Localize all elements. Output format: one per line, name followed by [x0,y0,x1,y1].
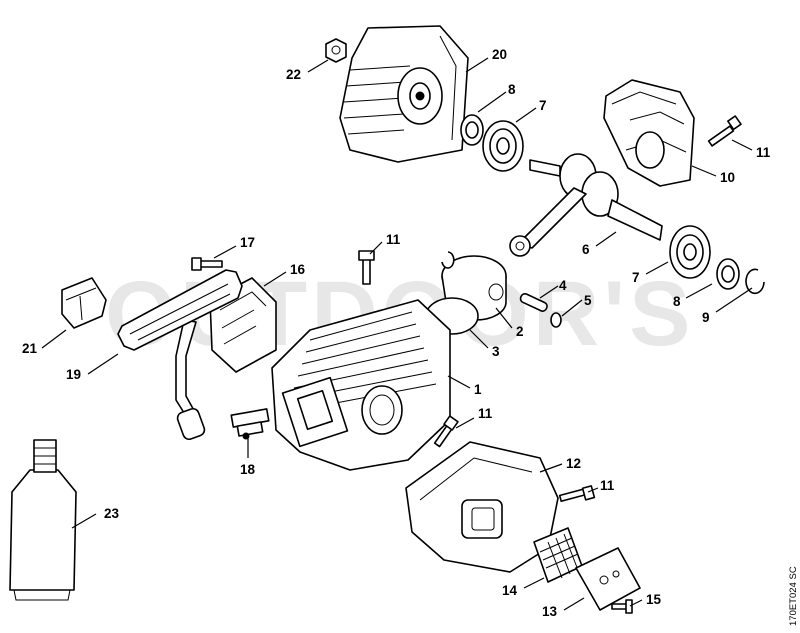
callout-6: 6 [582,242,590,257]
part-pin-clip-5 [550,312,562,328]
part-spark-plug-18 [230,408,270,440]
callout-1: 1 [474,382,482,397]
callout-16: 16 [290,262,306,277]
callout-12: 12 [566,456,581,471]
part-flywheel-20 [339,25,469,163]
callout-13: 13 [542,604,558,619]
part-screw-11-upper [707,115,742,147]
callout-11-lower: 11 [478,406,493,421]
callout-15: 15 [646,592,662,607]
part-spring-19 [117,269,243,351]
part-seal-8-upper [460,114,484,146]
callout-7-upper: 7 [539,98,547,113]
part-screw-17 [191,257,223,271]
part-screw-11-right [558,485,596,503]
callout-19: 19 [66,367,81,382]
callout-21: 21 [22,341,38,356]
part-bearing-7-upper [482,120,524,172]
callout-17: 17 [240,235,255,250]
callout-8-upper: 8 [508,82,516,97]
part-circlip-9 [745,268,765,295]
part-crankshaft-6 [509,153,663,257]
callout-11-right: 11 [600,478,615,493]
callout-5: 5 [584,293,592,308]
part-nut-22 [325,38,347,63]
part-manifold-12 [405,441,559,573]
part-cylinder-1 [271,299,451,471]
callout-22: 22 [286,67,301,82]
callout-labels: 22 20 8 7 11 10 6 17 16 11 4 5 7 8 9 2 2… [22,47,771,619]
callout-4: 4 [559,278,567,293]
callout-18: 18 [240,462,256,477]
callout-14: 14 [502,583,518,598]
part-plate-13 [575,547,641,611]
callout-10: 10 [720,170,735,185]
callout-9: 9 [702,310,710,325]
callout-2: 2 [516,324,524,339]
callout-7-lower: 7 [632,270,640,285]
callout-3: 3 [492,344,500,359]
callout-11-middle: 11 [386,232,401,247]
part-seal-8-lower [716,258,740,290]
part-bearing-7-lower [669,225,711,279]
part-screw-11-middle [358,250,375,285]
reference-code: 170ET024 SC [788,566,799,626]
callout-11-upper-right: 11 [756,145,771,160]
part-screw-11-lower [433,415,459,448]
part-crankcase-10 [603,79,695,187]
part-grease-tube-23 [9,439,77,601]
part-terminal-21 [61,277,107,329]
callout-23: 23 [104,506,120,521]
part-piston-pin-4 [519,292,548,312]
callout-8-lower: 8 [673,294,681,309]
part-screw-15 [611,599,633,614]
leader-lines [41,57,753,611]
callout-20: 20 [492,47,507,62]
